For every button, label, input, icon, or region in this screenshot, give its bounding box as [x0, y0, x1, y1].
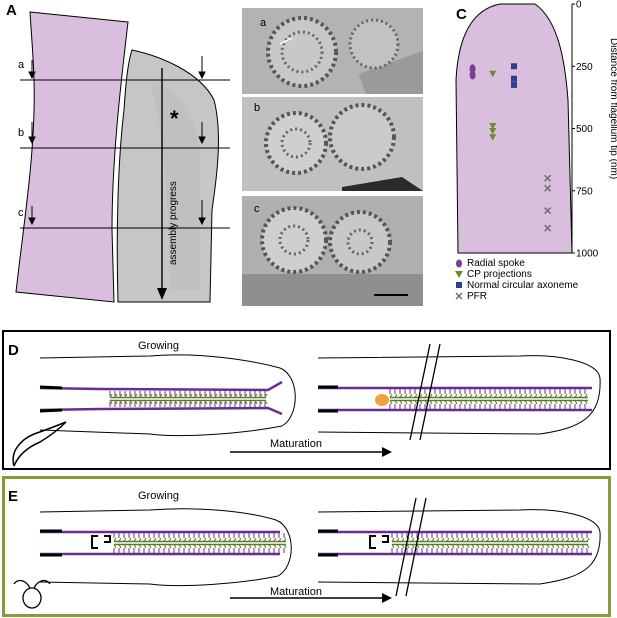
- mature-axoneme-e: [318, 530, 592, 556]
- y-tick-label-2: 500: [576, 124, 593, 135]
- chlamydomonas-icon: [13, 579, 51, 609]
- mature-membrane-e: [317, 509, 601, 585]
- growing-central-pair-d: [109, 391, 268, 407]
- maturation-label-e: Maturation: [270, 586, 322, 598]
- section-label-c: c: [18, 207, 24, 219]
- panel-letter-e: E: [8, 488, 19, 505]
- panel-e-frame: [2, 476, 611, 617]
- panel-d-schematic: [12, 343, 601, 467]
- chart-legend: Radial spoke CP projections Normal circu…: [455, 258, 578, 302]
- growing-membrane-e: [39, 508, 292, 587]
- point-normal-circular-axoneme-2: [511, 81, 517, 88]
- point-pfr-0: [544, 174, 552, 182]
- y-tick-label-0: 0: [576, 0, 582, 11]
- point-cp-projections-2: [489, 127, 497, 135]
- growing-axoneme-e: [40, 530, 280, 556]
- legend-item-pfr: PFR: [455, 291, 578, 302]
- panel-letter-d: D: [8, 342, 19, 359]
- point-cp-projections-3: [489, 134, 497, 141]
- point-pfr-2: [544, 207, 552, 215]
- growing-membrane-d: [39, 354, 296, 437]
- mature-flagellum-shape: [15, 11, 129, 303]
- point-pfr-3: [544, 224, 552, 232]
- mature-axoneme-d: [318, 386, 592, 412]
- point-normal-circular-axoneme-0: [511, 63, 517, 70]
- mature-central-pair-e: [391, 533, 590, 553]
- break-mark-d: [409, 343, 441, 441]
- growing-marker: *: [170, 106, 179, 131]
- legend-item-normal-axoneme: Normal circular axoneme: [455, 280, 578, 291]
- point-cp-projections-0: [489, 70, 497, 78]
- point-radial-spoke-0: [469, 64, 476, 74]
- em-label-c: c: [254, 203, 260, 215]
- point-normal-circular-axoneme-1: [511, 75, 517, 82]
- section-label-b: b: [18, 127, 24, 139]
- panel-letter-a: A: [6, 2, 17, 19]
- y-axis-label: Distance from flagellum tip (nm): [608, 38, 617, 179]
- point-cp-projections-1: [489, 123, 497, 130]
- panel-letter-c: C: [456, 6, 467, 23]
- panel-a-illustration: a b c * assembly progress: [15, 11, 230, 303]
- y-tick-label-4: 1000: [576, 249, 599, 260]
- em-label-b: b: [254, 102, 261, 114]
- point-pfr-1: [544, 184, 552, 192]
- y-axis-ticks: 0 250 500 750 1000: [572, 0, 599, 260]
- tip-distance-chart: 0 250 500 750 1000 Distance from flagellum t…: [455, 0, 617, 260]
- growing-central-pair-e: [113, 533, 287, 553]
- section-label-a: a: [18, 59, 25, 71]
- growing-axoneme-d: [39, 380, 283, 416]
- em-image-c: [242, 196, 423, 306]
- legend-item-cp-projections: CP projections: [455, 269, 578, 280]
- em-label-a: a: [260, 17, 267, 29]
- y-tick-label-1: 250: [576, 62, 593, 73]
- trypanosome-icon: [12, 421, 67, 467]
- mature-central-pair-d: [389, 389, 588, 409]
- break-mark-e: [395, 497, 427, 597]
- point-radial-spoke-1: [469, 70, 476, 80]
- basal-plate-orange: [375, 394, 389, 406]
- legend-item-radial-spoke: Radial spoke: [455, 258, 578, 269]
- y-tick-label-3: 750: [576, 186, 593, 197]
- panel-d-frame: [2, 330, 611, 470]
- chart-marks: [469, 63, 552, 232]
- transition-zone-e: [91, 535, 111, 549]
- assembly-progress-label: assembly progress: [168, 181, 179, 265]
- flagellum-tip-outline: [455, 3, 573, 254]
- maturation-label-d: Maturation: [270, 438, 322, 450]
- transition-zone-mature-e: [369, 535, 389, 549]
- mature-membrane-d: [317, 355, 601, 435]
- em-image-a: [242, 8, 423, 94]
- stage-label-growing-d: Growing: [138, 340, 179, 352]
- section-arrows: [28, 56, 206, 226]
- stage-label-growing-e: Growing: [138, 490, 179, 502]
- em-image-b: [242, 97, 423, 191]
- panel-e-schematic: [13, 497, 601, 609]
